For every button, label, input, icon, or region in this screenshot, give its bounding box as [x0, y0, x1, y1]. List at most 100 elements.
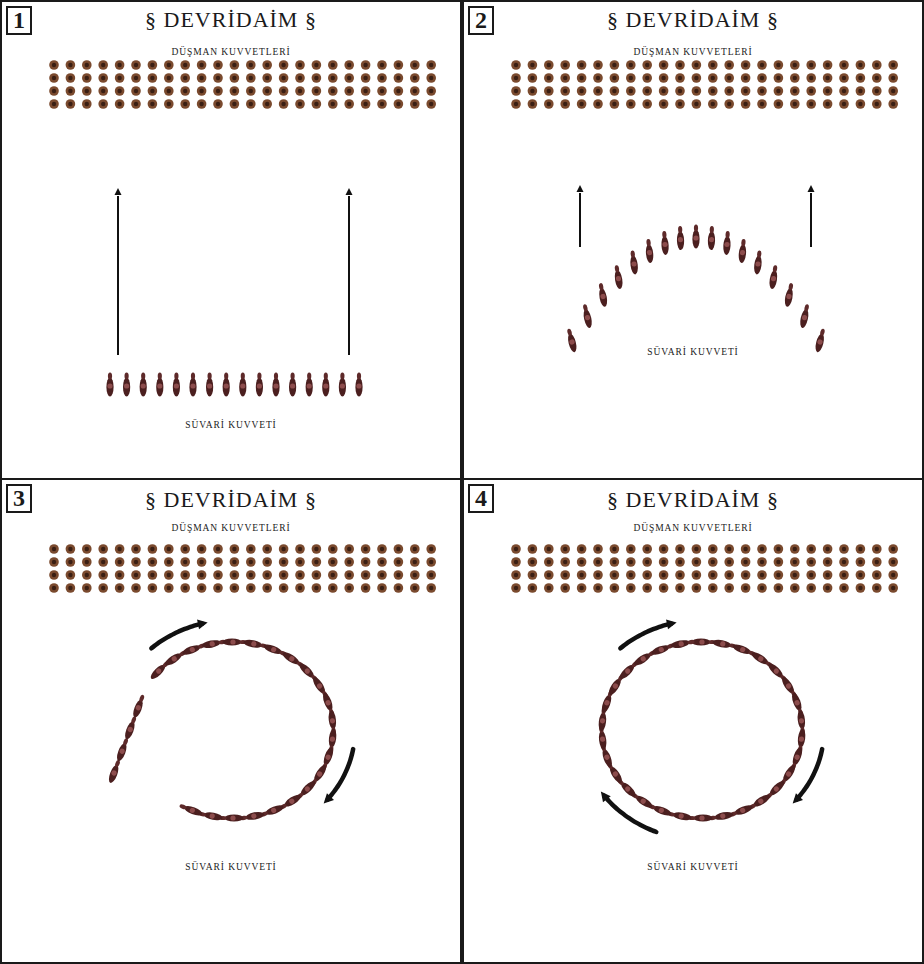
soldier-body — [806, 583, 816, 593]
soldier-head — [645, 89, 649, 93]
enemy-soldier — [659, 557, 669, 567]
enemy-soldier — [610, 73, 620, 83]
enemy-soldier — [131, 60, 141, 70]
soldier-body — [344, 583, 354, 593]
rider-head — [616, 276, 622, 282]
soldier-body — [642, 86, 652, 96]
enemy-soldier — [115, 544, 125, 554]
enemy-soldier — [888, 73, 898, 83]
soldier-body — [675, 557, 685, 567]
soldier-head — [842, 102, 846, 106]
rider-head — [330, 736, 336, 742]
soldier-body — [197, 570, 207, 580]
horse-body — [328, 710, 337, 730]
enemy-soldier — [312, 99, 322, 109]
enemy-soldier — [131, 99, 141, 109]
horse-head — [224, 372, 228, 379]
horse-body — [201, 639, 221, 650]
soldier-body — [823, 570, 833, 580]
soldier-body — [295, 557, 305, 567]
soldier-head — [134, 76, 138, 80]
soldier-body — [98, 73, 108, 83]
cavalry-rider — [339, 372, 346, 396]
cavalry-rider — [123, 372, 130, 396]
soldier-head — [858, 586, 862, 590]
soldier-head — [183, 560, 187, 564]
cavalry-rider — [201, 638, 226, 650]
soldier-head — [232, 76, 236, 80]
enemy-soldier — [361, 73, 371, 83]
soldier-body — [757, 570, 767, 580]
soldier-head — [743, 102, 747, 106]
soldier-body — [262, 544, 272, 554]
soldier-head — [825, 76, 829, 80]
soldier-head — [85, 586, 89, 590]
enemy-soldier — [626, 86, 636, 96]
enemy-soldier — [642, 60, 652, 70]
cavalry-rider — [799, 304, 811, 329]
rider-head — [631, 261, 637, 267]
soldier-head — [101, 586, 105, 590]
soldier-body — [856, 73, 866, 83]
soldier-head — [249, 76, 253, 80]
horse-body — [321, 692, 334, 712]
enemy-soldier — [593, 99, 603, 109]
soldier-body — [741, 86, 751, 96]
enemy-soldier — [197, 73, 207, 83]
enemy-soldier — [659, 570, 669, 580]
enemy-soldier — [164, 557, 174, 567]
soldier-body — [528, 583, 538, 593]
soldier-head — [183, 89, 187, 93]
enemy-soldier — [806, 73, 816, 83]
soldier-body — [675, 583, 685, 593]
horse-body — [566, 333, 578, 353]
cavalry-rider — [240, 811, 265, 823]
rider-head — [316, 682, 323, 689]
enemy-soldier — [724, 99, 734, 109]
enemy-soldier — [230, 570, 240, 580]
rider-head — [330, 718, 336, 724]
enemy-soldier — [98, 60, 108, 70]
enemy-soldier — [180, 60, 190, 70]
cavalry-rider — [784, 282, 796, 307]
advance-arrow — [117, 196, 119, 355]
enemy-soldier — [213, 557, 223, 567]
enemy-label: DÜŞMAN KUVVETLERİ — [464, 522, 922, 534]
soldier-head — [793, 63, 797, 67]
soldier-body — [148, 544, 158, 554]
horse-body — [672, 811, 692, 822]
soldier-body — [823, 60, 833, 70]
soldier-body — [213, 86, 223, 96]
enemy-soldier — [823, 73, 833, 83]
soldier-head — [249, 63, 253, 67]
soldier-body — [806, 60, 816, 70]
soldier-body — [774, 583, 784, 593]
enemy-soldier — [410, 570, 420, 580]
soldier-head — [363, 573, 367, 577]
soldier-head — [380, 573, 384, 577]
enemy-soldier — [98, 544, 108, 554]
enemy-soldier — [164, 86, 174, 96]
rider-head — [273, 383, 278, 388]
soldier-body — [642, 583, 652, 593]
soldier-body — [806, 73, 816, 83]
enemy-soldier — [98, 583, 108, 593]
soldier-body — [230, 86, 240, 96]
soldier-head — [281, 547, 285, 551]
soldier-body — [180, 557, 190, 567]
soldier-head — [793, 586, 797, 590]
rider-head — [640, 798, 647, 805]
soldier-body — [148, 73, 158, 83]
soldier-body — [741, 583, 751, 593]
enemy-soldier — [262, 544, 272, 554]
enemy-soldier — [577, 544, 587, 554]
soldier-head — [380, 586, 384, 590]
enemy-soldier — [131, 86, 141, 96]
panel-illustration — [511, 544, 898, 832]
soldier-head — [711, 63, 715, 67]
soldier-head — [281, 76, 285, 80]
soldier-head — [199, 573, 203, 577]
soldier-body — [295, 570, 305, 580]
horse-body — [712, 638, 732, 649]
enemy-soldier — [790, 99, 800, 109]
